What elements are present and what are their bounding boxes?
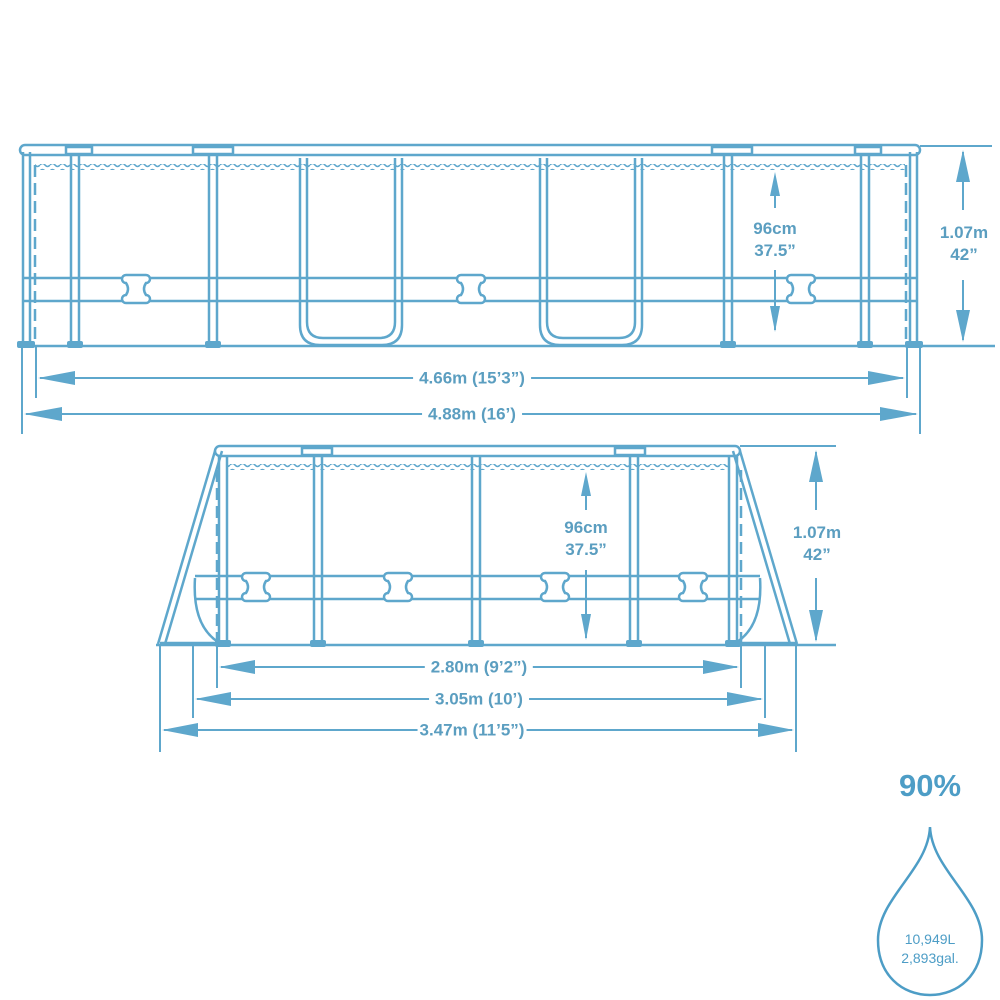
rail-connector — [191, 145, 235, 156]
short-outer-width-label: 3.47m (11’5”) — [417, 720, 527, 740]
short-wall-height-metric: 1.07m — [792, 523, 842, 542]
belt-clip — [240, 571, 272, 603]
belt-clip — [120, 273, 152, 305]
ladder-left-inner — [305, 158, 397, 340]
short-water-depth-imperial: 37.5” — [565, 540, 607, 559]
frame-legs — [217, 456, 739, 645]
top-rail — [18, 143, 922, 157]
short-wall-height-label: 1.07m 42” — [793, 522, 841, 566]
long-water-depth-label: 96cm 37.5” — [753, 218, 796, 262]
short-side-view — [156, 444, 836, 647]
support-strap — [193, 577, 219, 644]
long-water-depth-metric: 96cm — [753, 219, 797, 238]
waterline — [35, 164, 905, 170]
fill-percent-label: 90% — [898, 768, 962, 803]
rail-connector — [853, 145, 883, 156]
frame-legs — [21, 152, 919, 345]
waterline — [228, 464, 728, 470]
long-wall-height-metric: 1.07m — [939, 223, 989, 242]
ladder-left-outer — [298, 158, 404, 347]
short-frame-width-label: 3.05m (10’) — [429, 690, 529, 708]
long-view-dimensions — [21, 150, 970, 434]
belt-clip — [455, 273, 487, 305]
rail-connector — [613, 446, 647, 457]
short-water-depth-metric: 96cm — [564, 518, 608, 537]
support-strap — [736, 577, 762, 644]
short-wall-height-imperial: 42” — [803, 545, 831, 564]
side-support-left — [156, 450, 217, 645]
top-rail — [213, 444, 742, 458]
water-drop-icon — [876, 826, 984, 997]
rail-connector — [64, 145, 94, 156]
side-support-right — [738, 450, 799, 645]
rail-connector — [710, 145, 754, 156]
belt-clip — [539, 571, 571, 603]
long-water-depth-imperial: 37.5” — [754, 241, 796, 260]
long-side-view — [17, 143, 995, 348]
rail-connector — [300, 446, 334, 457]
water-volume-gallons: 2,893gal. — [901, 950, 959, 966]
ladder-right-outer — [538, 158, 644, 347]
long-wall-height-imperial: 42” — [950, 245, 978, 264]
belt-clip — [677, 571, 709, 603]
long-inner-length-label: 4.66m (15’3”) — [413, 369, 531, 387]
water-volume-liters: 10,949L — [904, 931, 956, 947]
long-outer-length-label: 4.88m (16’) — [422, 405, 522, 423]
short-water-depth-label: 96cm 37.5” — [564, 517, 607, 561]
water-volume-label: 10,949L 2,893gal. — [901, 930, 959, 968]
belt-clip — [785, 273, 817, 305]
short-inner-width-label: 2.80m (9’2”) — [424, 658, 534, 676]
long-wall-height-label: 1.07m 42” — [940, 222, 988, 266]
belt-clip — [382, 571, 414, 603]
frame-feet — [215, 640, 741, 647]
ladder-right-inner — [545, 158, 637, 340]
